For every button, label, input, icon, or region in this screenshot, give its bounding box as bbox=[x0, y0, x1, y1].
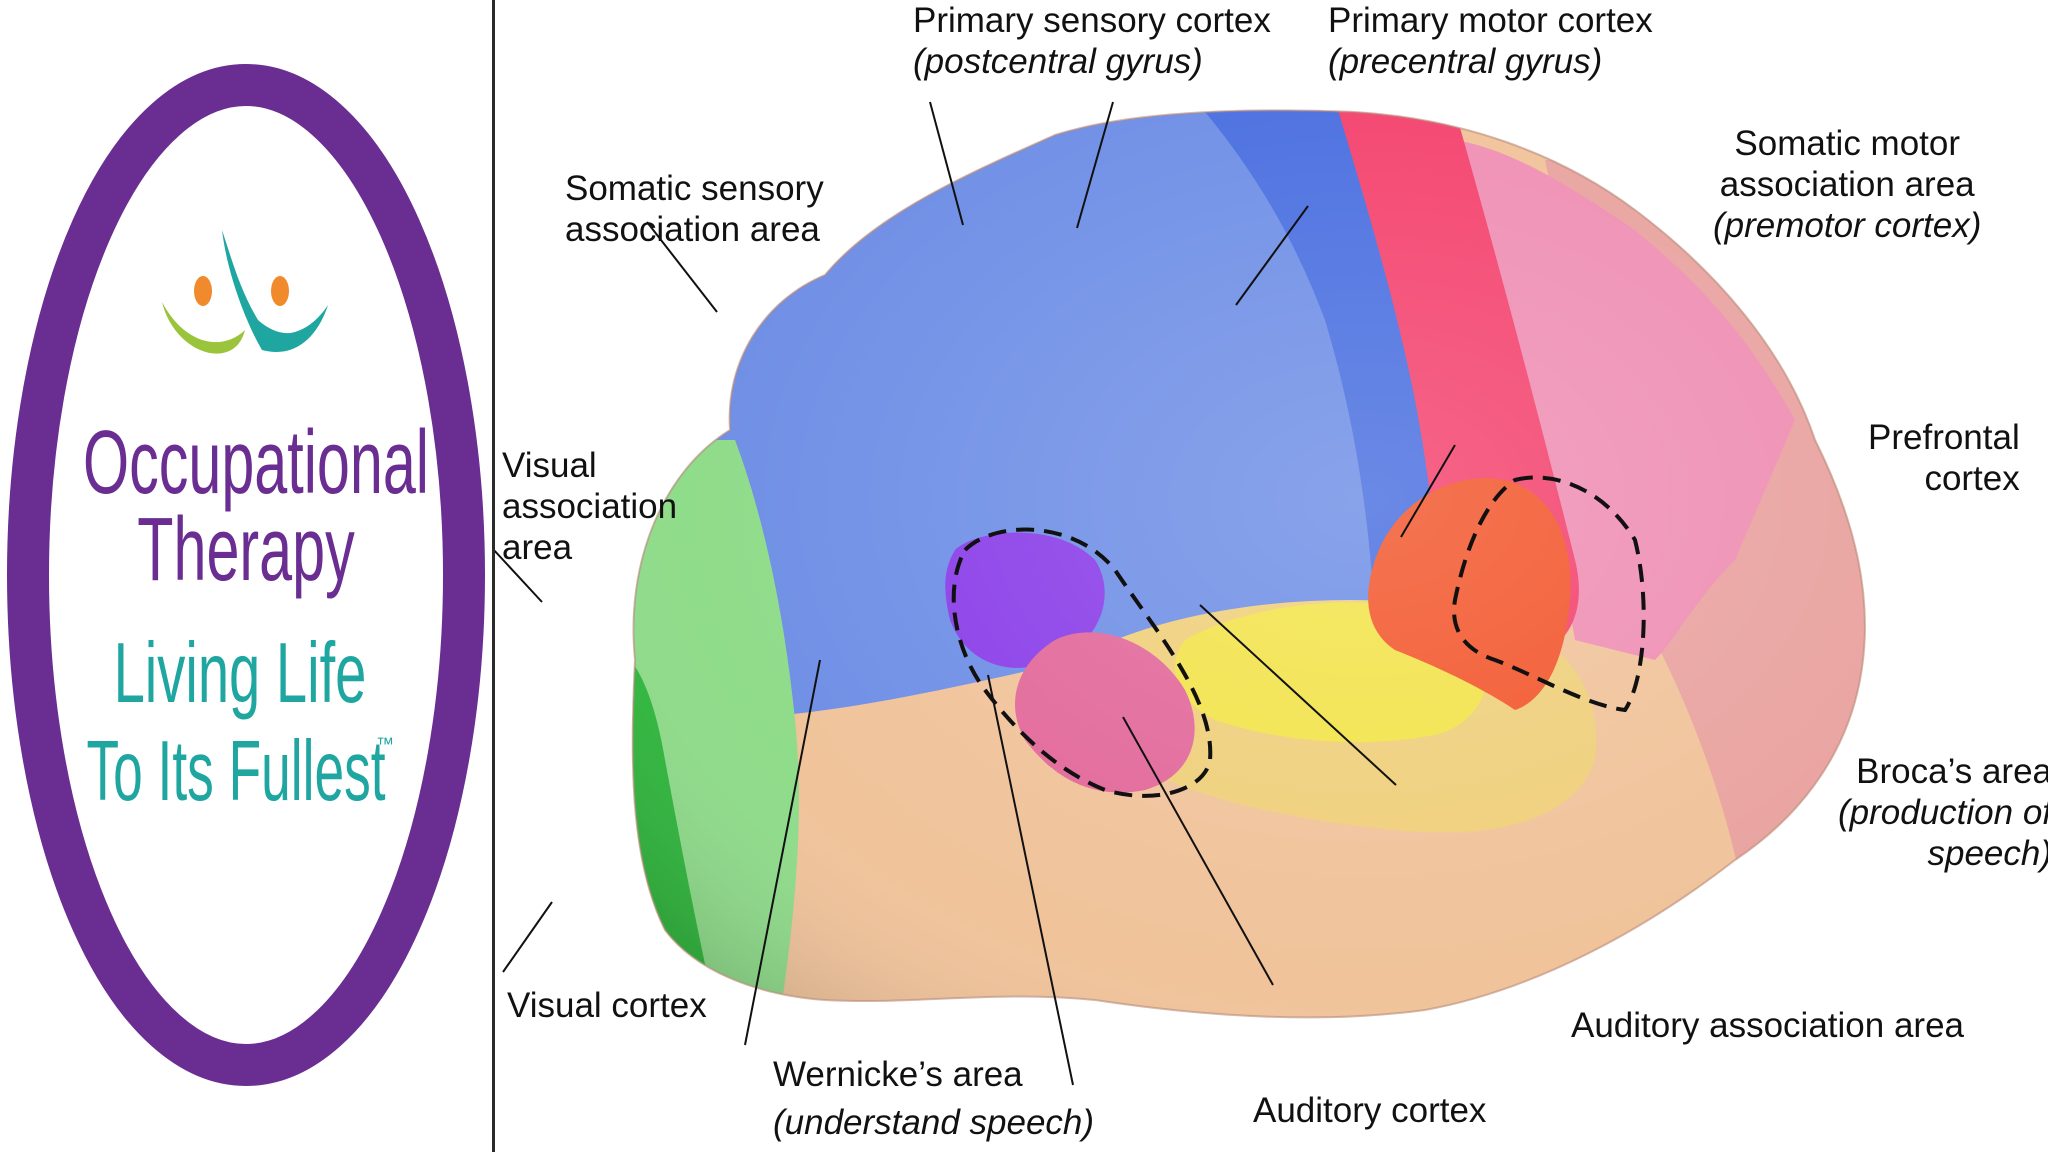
label-visual-assoc: Visual association area bbox=[502, 445, 677, 568]
leader-primary-sensory bbox=[929, 101, 964, 226]
logo-line2: Therapy bbox=[137, 500, 354, 600]
occupational-therapy-logo: Occupational Therapy Living Life To Its … bbox=[7, 64, 485, 1086]
label-prefrontal: Prefrontal cortex bbox=[1868, 417, 2020, 499]
label-auditory-cortex-name: Auditory cortex bbox=[1253, 1091, 1487, 1130]
label-auditory-assoc-name: Auditory association area bbox=[1571, 1006, 1964, 1045]
label-auditory-cortex: Auditory cortex bbox=[1253, 1090, 1486, 1131]
label-wernicke: Wernicke’s area (understand speech) bbox=[773, 1054, 1094, 1143]
leader-auditory-assoc bbox=[1122, 716, 1274, 986]
label-prefrontal-line1: Prefrontal bbox=[1868, 418, 2020, 457]
label-primary-motor-detail: (precentral gyrus) bbox=[1328, 42, 1603, 81]
leader-auditory-cortex bbox=[987, 674, 1074, 1086]
label-broca: Broca’s area (production of speech) bbox=[1838, 751, 2048, 874]
leader-broca bbox=[1199, 604, 1397, 786]
label-somatic-motor-detail: (premotor cortex) bbox=[1713, 206, 1982, 245]
label-visual-assoc-line2: association bbox=[502, 487, 678, 526]
label-somatic-motor: Somatic motor association area (premotor… bbox=[1713, 123, 1981, 246]
label-auditory-assoc: Auditory association area bbox=[1571, 1005, 1964, 1046]
leader-somatic-motor bbox=[1235, 205, 1309, 306]
label-wernicke-name: Wernicke’s area bbox=[773, 1055, 1023, 1094]
label-visual-cortex-name: Visual cortex bbox=[507, 986, 707, 1025]
leader-primary-motor bbox=[1076, 101, 1114, 229]
panel-divider bbox=[492, 0, 495, 1152]
label-primary-sensory-name: Primary sensory cortex bbox=[913, 1, 1271, 40]
broca-dashed-outline bbox=[1452, 475, 1646, 713]
label-wernicke-detail: (understand speech) bbox=[773, 1103, 1095, 1142]
label-primary-motor-name: Primary motor cortex bbox=[1328, 1, 1653, 40]
brain-diagram: Primary sensory cortex (postcentral gyru… bbox=[495, 0, 2048, 1152]
leader-somatic-sensory bbox=[646, 221, 718, 313]
brain-outline bbox=[631, 109, 1866, 1019]
label-primary-sensory-detail: (postcentral gyrus) bbox=[913, 42, 1203, 81]
label-visual-cortex: Visual cortex bbox=[507, 985, 707, 1026]
label-visual-assoc-line3: area bbox=[502, 528, 573, 567]
label-somatic-sensory-line2: association area bbox=[565, 210, 820, 249]
label-primary-motor: Primary motor cortex (precentral gyrus) bbox=[1328, 0, 1653, 82]
brain-illustration bbox=[495, 101, 1866, 1086]
logo-line3: Living Life bbox=[114, 626, 367, 720]
label-broca-detail2: speech) bbox=[1927, 834, 2048, 873]
leader-visual-cortex bbox=[502, 901, 553, 973]
label-primary-sensory: Primary sensory cortex (postcentral gyru… bbox=[913, 0, 1271, 82]
label-somatic-sensory: Somatic sensory association area bbox=[565, 168, 824, 250]
leader-visual-assoc bbox=[495, 549, 543, 603]
logo-ring bbox=[7, 64, 485, 1086]
brain-regions bbox=[632, 110, 1865, 1018]
label-somatic-sensory-line1: Somatic sensory bbox=[565, 169, 824, 208]
logo-trademark: ™ bbox=[376, 734, 394, 754]
leader-wernicke bbox=[744, 659, 821, 1046]
label-visual-assoc-line1: Visual bbox=[502, 446, 597, 485]
leader-lines bbox=[495, 101, 1456, 1086]
label-prefrontal-line2: cortex bbox=[1924, 459, 2020, 498]
wernicke-dashed-outline bbox=[951, 527, 1213, 798]
label-broca-name: Broca’s area bbox=[1856, 752, 2048, 791]
logo-line4: To Its Fullest bbox=[86, 725, 385, 820]
label-broca-detail1: (production of bbox=[1838, 793, 2048, 832]
leader-prefrontal bbox=[1400, 444, 1456, 538]
logo-line1: Occupational bbox=[83, 413, 429, 513]
logo-panel: Occupational Therapy Living Life To Its … bbox=[0, 0, 492, 1152]
label-somatic-motor-line2: association area bbox=[1719, 165, 1975, 204]
logo-emblem-icon bbox=[162, 230, 328, 354]
label-somatic-motor-line1: Somatic motor bbox=[1734, 124, 1961, 163]
